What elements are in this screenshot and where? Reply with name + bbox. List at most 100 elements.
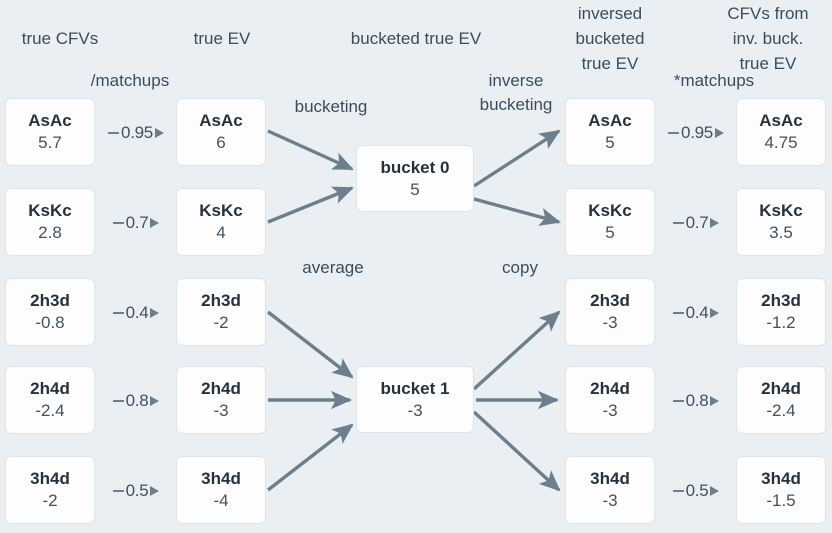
node-bucket-1[interactable]: bucket 1 -3 <box>356 366 474 433</box>
node-value: -0.8 <box>35 313 65 332</box>
scalar-value: 0.7 <box>685 213 709 232</box>
node-value: -2.4 <box>766 401 796 420</box>
node-true-cfv-2h4d[interactable]: 2h4d -2.4 <box>5 366 95 434</box>
node-label: bucket 1 <box>380 378 450 398</box>
node-true-cfv-asac[interactable]: AsAc 5.7 <box>5 98 95 166</box>
node-true-cfv-kskc[interactable]: KsKc 2.8 <box>5 188 95 256</box>
arrow-head-icon <box>150 218 160 228</box>
node-value: 5.7 <box>38 133 62 152</box>
node-true-ev-3h4d[interactable]: 3h4d -4 <box>176 456 266 524</box>
op-label-bucketing: bucketing <box>294 97 368 116</box>
node-cfv-inv-asac[interactable]: AsAc 4.75 <box>736 98 826 166</box>
node-label: AsAc <box>759 111 803 130</box>
op-label-matchups-mul: *matchups <box>673 71 755 90</box>
scalar-edge-2h4d-right: 0.8 <box>657 391 735 411</box>
scalar-edge-3h4d-right: 0.5 <box>657 481 735 501</box>
edge-bucket1-3h4d <box>472 410 561 492</box>
arrow-head-icon <box>154 128 164 138</box>
node-true-ev-kskc[interactable]: KsKc 4 <box>176 188 266 256</box>
dash-glyph <box>668 132 680 134</box>
node-value: -3 <box>213 401 229 420</box>
arrow-head-icon <box>150 308 160 318</box>
node-label: 3h4d <box>590 469 630 488</box>
arrow-head-icon <box>150 486 160 496</box>
node-cfv-inv-kskc[interactable]: KsKc 3.5 <box>736 188 826 256</box>
scalar-value: 0.4 <box>125 303 149 322</box>
scalar-value: 0.5 <box>685 481 709 500</box>
node-inv-buck-3h4d[interactable]: 3h4d -3 <box>565 456 655 524</box>
node-inv-buck-2h3d[interactable]: 2h3d -3 <box>565 278 655 346</box>
node-value: -4 <box>213 491 229 510</box>
node-label: AsAc <box>588 111 632 130</box>
scalar-value: 0.95 <box>121 123 153 142</box>
dash-glyph <box>672 400 684 402</box>
node-inv-buck-2h4d[interactable]: 2h4d -3 <box>565 366 655 434</box>
node-label: 2h3d <box>201 291 241 310</box>
header-inversed-bucketed-true-ev: inversed bucketed true EV <box>575 4 645 73</box>
node-true-ev-2h3d[interactable]: 2h3d -2 <box>176 278 266 346</box>
node-value: -3 <box>407 400 423 420</box>
scalar-edge-kskc-right: 0.7 <box>657 213 735 233</box>
node-value: -1.2 <box>766 313 796 332</box>
node-value: -3 <box>602 313 618 332</box>
node-value: -3 <box>602 491 618 510</box>
edge-asac-bucket0 <box>267 129 354 171</box>
header-bucketed-true-ev: bucketed true EV <box>350 29 482 48</box>
dash-glyph <box>672 312 684 314</box>
node-inv-buck-asac[interactable]: AsAc 5 <box>565 98 655 166</box>
edge-2h3d-bucket1 <box>266 310 354 379</box>
node-value: 5 <box>605 223 615 242</box>
node-value: -2 <box>42 491 58 510</box>
node-label: KsKc <box>199 201 243 220</box>
node-value: -3 <box>602 401 618 420</box>
node-label: 2h4d <box>590 379 630 398</box>
edge-kskc-bucket0 <box>267 186 354 224</box>
dash-glyph <box>112 490 124 492</box>
dash-glyph <box>108 132 120 134</box>
header-cfvs-from-inv-buck: CFVs from inv. buck. true EV <box>727 4 809 73</box>
op-label-matchups-div: /matchups <box>90 71 170 90</box>
scalar-edge-kskc-left: 0.7 <box>97 213 175 233</box>
node-inv-buck-kskc[interactable]: KsKc 5 <box>565 188 655 256</box>
edge-bucket0-asac <box>473 129 561 188</box>
node-true-cfv-2h3d[interactable]: 2h3d -0.8 <box>5 278 95 346</box>
edge-bucket0-kskc <box>473 197 561 226</box>
scalar-value: 0.5 <box>125 481 149 500</box>
node-label: 3h4d <box>201 469 241 488</box>
node-label: 2h4d <box>201 379 241 398</box>
node-value: 3.5 <box>769 223 793 242</box>
node-label: 2h3d <box>761 291 801 310</box>
node-true-cfv-3h4d[interactable]: 3h4d -2 <box>5 456 95 524</box>
header-true-cfvs: true CFVs <box>21 29 99 48</box>
scalar-edge-2h3d-left: 0.4 <box>97 303 175 323</box>
header-true-ev: true EV <box>193 29 251 48</box>
op-label-copy: copy <box>502 258 538 277</box>
node-cfv-inv-2h4d[interactable]: 2h4d -2.4 <box>736 366 826 434</box>
dash-glyph <box>112 312 124 314</box>
node-label: bucket 0 <box>380 157 450 177</box>
node-value: -2.4 <box>35 401 65 420</box>
node-label: KsKc <box>28 201 72 220</box>
node-label: 2h3d <box>590 291 630 310</box>
node-cfv-inv-2h3d[interactable]: 2h3d -1.2 <box>736 278 826 346</box>
scalar-value: 0.8 <box>125 391 149 410</box>
arrow-head-icon <box>710 486 720 496</box>
node-label: 3h4d <box>761 469 801 488</box>
scalar-edge-3h4d-left: 0.5 <box>97 481 175 501</box>
dash-glyph <box>112 400 124 402</box>
scalar-edge-asac-right: 0.95 <box>657 123 735 143</box>
node-label: 2h4d <box>30 379 70 398</box>
scalar-value: 0.8 <box>685 391 709 410</box>
dash-glyph <box>672 490 684 492</box>
node-value: 5 <box>410 179 420 199</box>
node-value: 4.75 <box>764 133 798 152</box>
edge-3h4d-bucket1 <box>266 423 354 492</box>
node-true-ev-2h4d[interactable]: 2h4d -3 <box>176 366 266 434</box>
scalar-edge-2h3d-right: 0.4 <box>657 303 735 323</box>
node-true-ev-asac[interactable]: AsAc 6 <box>176 98 266 166</box>
node-cfv-inv-3h4d[interactable]: 3h4d -1.5 <box>736 456 826 524</box>
node-bucket-0[interactable]: bucket 0 5 <box>356 145 474 212</box>
arrow-head-icon <box>710 396 720 406</box>
arrow-head-icon <box>710 308 720 318</box>
node-label: KsKc <box>588 201 632 220</box>
